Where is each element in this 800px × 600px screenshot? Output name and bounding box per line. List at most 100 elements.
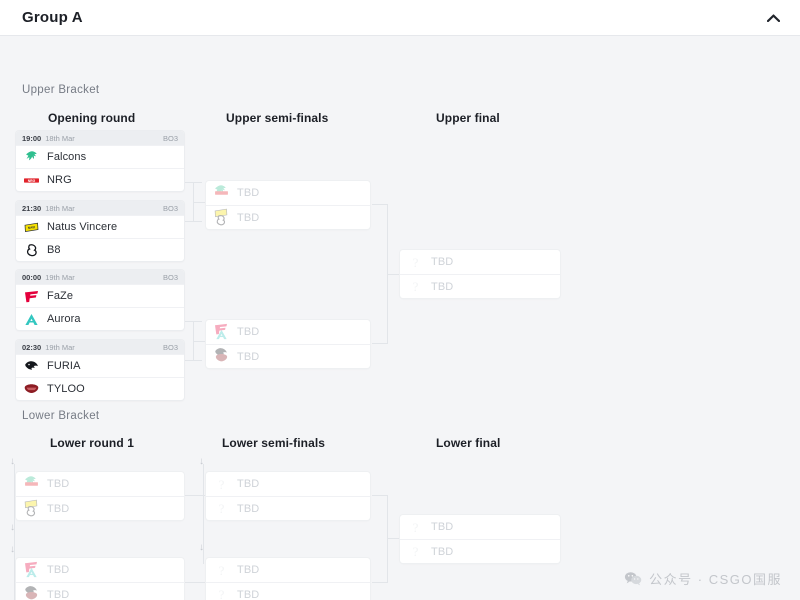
team-row[interactable]: TBD [16, 582, 184, 600]
wechat-icon [624, 571, 642, 586]
team-name: TBD [47, 502, 70, 515]
team-name: TBD [237, 564, 260, 576]
team-row[interactable]: ? TBD [206, 472, 370, 496]
team-name: Natus Vincere [47, 221, 118, 233]
match-card[interactable]: ? TBD ? TBD [206, 558, 370, 600]
connector [193, 202, 207, 203]
b8-logo [24, 243, 39, 258]
team-row[interactable]: TYLOO [16, 377, 184, 400]
falcons-nrg-stacked-logo [24, 475, 39, 492]
team-row[interactable]: TBD [16, 472, 184, 496]
watermark: 公众号 · CSGO国服 [624, 569, 782, 588]
team-name: NRG [47, 174, 72, 186]
match-card[interactable]: TBD TBD [16, 558, 184, 600]
furia-tyloo-stacked-logo [214, 348, 229, 364]
connector [387, 538, 401, 539]
match-card[interactable]: 19:00 18th Mar BO3 Falcons NRG NRG [16, 131, 184, 191]
team-name: TBD [47, 564, 70, 576]
match-card[interactable]: ? TBD ? TBD [400, 250, 560, 298]
connector [184, 495, 206, 496]
match-card[interactable]: 00:00 19th Mar BO3 FaZe Aurora [16, 270, 184, 330]
match-format: BO3 [162, 203, 178, 213]
team-row[interactable]: TBD [16, 558, 184, 582]
match-card[interactable]: 02:30 19th Mar BO3 FURIA TYLOO [16, 340, 184, 400]
faze-aurora-stacked-logo [24, 561, 39, 578]
round-header-opening-round: Opening round [48, 111, 136, 125]
navi-b8-stacked-logo [214, 208, 229, 226]
match-card[interactable]: 21:30 18th Mar BO3 NAVI Natus Vincere B8 [16, 201, 184, 261]
team-name: TBD [237, 187, 260, 199]
team-row[interactable]: ? TBD [206, 582, 370, 600]
team-name: TBD [237, 502, 260, 515]
team-name: TYLOO [47, 383, 85, 395]
team-row[interactable]: TBD [206, 205, 370, 229]
match-card[interactable]: ? TBD ? TBD [400, 515, 560, 563]
drop-arrow-icon: ↓ [10, 522, 15, 533]
match-card[interactable]: TBD TBD [206, 181, 370, 229]
team-row[interactable]: ? TBD [400, 515, 560, 539]
svg-text:NAVI: NAVI [28, 225, 36, 230]
team-name: TBD [237, 350, 260, 363]
furia-tyloo-stacked-logo [24, 586, 39, 600]
team-name: Falcons [47, 151, 87, 163]
match-time: 21:30 [22, 203, 42, 213]
team-name: TBD [431, 280, 454, 293]
team-row[interactable]: TBD [206, 344, 370, 368]
team-row[interactable]: ? TBD [400, 274, 560, 298]
match-format: BO3 [162, 133, 178, 143]
team-name: TBD [431, 256, 454, 268]
chevron-up-icon[interactable] [764, 9, 782, 27]
team-row[interactable]: ? TBD [400, 250, 560, 274]
team-row[interactable]: B8 [16, 238, 184, 261]
round-header-upper-semi-finals: Upper semi-finals [226, 111, 329, 125]
team-name: TBD [431, 545, 454, 558]
team-row[interactable]: NRG NRG [16, 168, 184, 191]
match-date: 19th Mar [45, 272, 75, 282]
match-date: 19th Mar [45, 342, 75, 352]
team-row[interactable]: ? TBD [400, 539, 560, 563]
team-name: FURIA [47, 360, 81, 372]
team-row[interactable]: ? TBD [206, 558, 370, 582]
match-format: BO3 [162, 272, 178, 282]
question-mark-icon: ? [218, 562, 225, 578]
round-header-upper-final: Upper final [436, 111, 500, 125]
team-row[interactable]: Falcons [16, 145, 184, 168]
question-mark-icon: ? [218, 476, 225, 492]
faze-aurora-stacked-logo [214, 323, 229, 340]
match-card[interactable]: ? TBD ? TBD [206, 472, 370, 520]
team-row[interactable]: FURIA [16, 354, 184, 377]
lower-bracket-label: Lower Bracket [22, 410, 100, 422]
furia-logo [24, 359, 39, 374]
drop-arrow-icon: ↓ [10, 544, 15, 555]
team-row[interactable]: TBD [16, 496, 184, 520]
group-header[interactable]: Group A [0, 0, 800, 36]
match-format: BO3 [162, 342, 178, 352]
question-mark-icon: ? [412, 544, 419, 559]
upper-bracket-label: Upper Bracket [22, 84, 100, 96]
match-meta: 21:30 18th Mar BO3 [16, 201, 184, 215]
navi-b8-stacked-logo [24, 499, 39, 517]
falcons-nrg-stacked-logo [214, 184, 229, 201]
team-row[interactable]: ? TBD [206, 496, 370, 520]
connector [387, 495, 388, 583]
connector [193, 341, 207, 342]
match-card[interactable]: TBD TBD [206, 320, 370, 368]
team-row[interactable]: FaZe [16, 284, 184, 307]
connector [203, 464, 204, 564]
question-mark-icon: ? [412, 254, 419, 270]
round-header-lower-final: Lower final [436, 436, 501, 450]
aurora-logo [24, 312, 39, 327]
match-time: 02:30 [22, 342, 42, 352]
team-name: TBD [47, 588, 70, 600]
team-name: TBD [237, 326, 260, 338]
team-row[interactable]: NAVI Natus Vincere [16, 215, 184, 238]
drop-arrow-icon: ↓ [199, 456, 204, 467]
team-row[interactable]: TBD [206, 320, 370, 344]
team-row[interactable]: Aurora [16, 307, 184, 330]
match-card[interactable]: TBD TBD [16, 472, 184, 520]
match-meta: 19:00 18th Mar BO3 [16, 131, 184, 145]
falcons-logo [24, 150, 39, 165]
round-header-lower-semi-finals: Lower semi-finals [222, 436, 326, 450]
team-name: B8 [47, 244, 61, 256]
team-row[interactable]: TBD [206, 181, 370, 205]
